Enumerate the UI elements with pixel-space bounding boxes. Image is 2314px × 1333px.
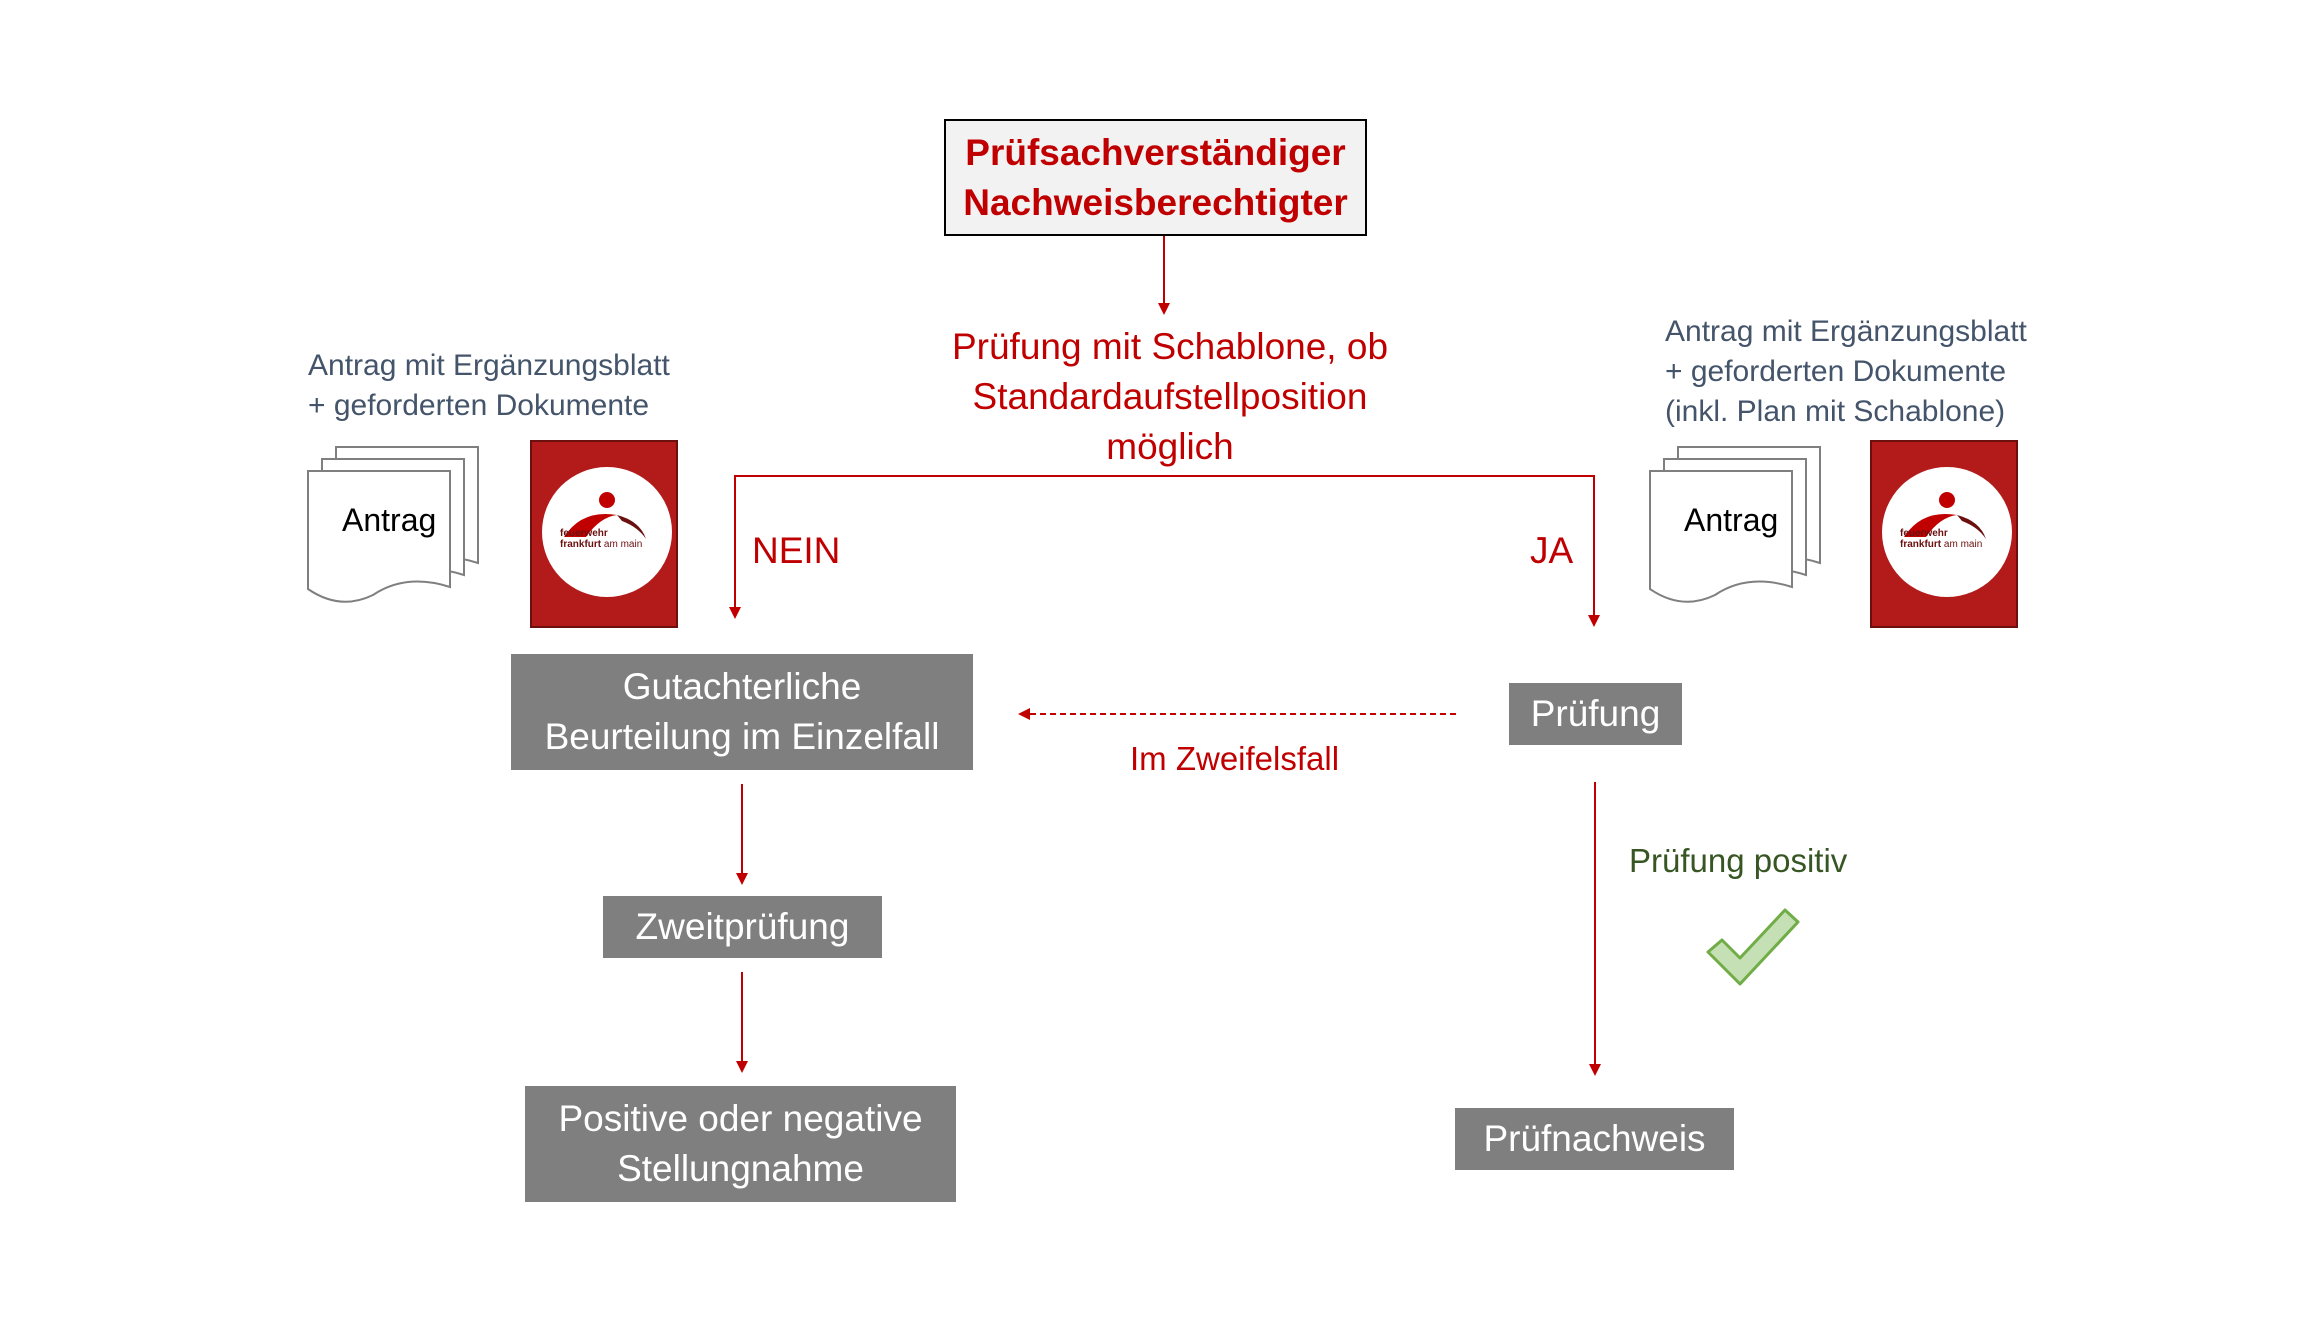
checkmark-icon xyxy=(1706,908,1800,986)
arrowhead-gutachten-zweitpruefung xyxy=(736,873,748,885)
connector-branch-left xyxy=(734,475,736,610)
right-caption-line-2: + geforderten Dokumente xyxy=(1665,355,2007,388)
connector-zweitpruefung-stellungnahme xyxy=(741,972,743,1064)
right-docs-caption: Antrag mit Ergänzungsblatt + geforderten… xyxy=(1665,312,2027,432)
logo-figure-icon xyxy=(564,492,646,539)
connector-pruefung-pruefnachweis xyxy=(1594,782,1596,1067)
logo-circle xyxy=(542,467,672,597)
left-caption-line-1: Antrag mit Ergänzungsblatt xyxy=(308,349,670,382)
branch-label-nein: NEIN xyxy=(752,530,841,571)
logo-wordmark: feuerwehr frankfurt am main xyxy=(560,528,642,550)
box-pruefung: Prüfung xyxy=(1509,683,1682,745)
document-stack-icon xyxy=(1649,446,1821,603)
connector-top-down xyxy=(1163,236,1165,306)
role-line-2: Nachweisberechtigter xyxy=(963,181,1348,223)
role-line-1: Prüfsachverständiger xyxy=(965,131,1346,173)
stellungnahme-line-1: Positive oder negative xyxy=(558,1098,923,1139)
logo-figure-icon xyxy=(1904,492,1986,539)
right-caption-line-3: (inkl. Plan mit Schablone) xyxy=(1665,395,2006,428)
connector-gutachten-zweitpruefung xyxy=(741,784,743,876)
logo-line-2-suffix: am main xyxy=(603,539,643,550)
box-pruefnachweis: Prüfnachweis xyxy=(1455,1108,1734,1170)
gutachten-line-2: Beurteilung im Einzelfall xyxy=(544,716,940,757)
left-document-label: Antrag xyxy=(342,502,437,538)
left-caption-line-2: + geforderten Dokumente xyxy=(308,389,650,422)
right-document-label: Antrag xyxy=(1684,502,1779,538)
decision-line-3: möglich xyxy=(1106,426,1234,467)
feuerwehr-logo: feuerwehr frankfurt am main xyxy=(1870,440,2018,628)
decision-question: Prüfung mit Schablone, ob Standardaufste… xyxy=(900,322,1440,472)
role-box-pruefsachverstaendiger: Prüfsachverständiger Nachweisberechtigte… xyxy=(944,119,1367,236)
box-stellungnahme: Positive oder negative Stellungnahme xyxy=(525,1086,956,1202)
connector-branch-horizontal xyxy=(734,475,1595,477)
branch-label-ja: JA xyxy=(1530,530,1574,571)
arrowhead-branch-left xyxy=(729,607,741,619)
arrowhead-branch-right xyxy=(1588,615,1600,627)
arrowhead-top-down xyxy=(1158,303,1170,315)
logo-line-2: frankfurt xyxy=(1900,539,1942,550)
decision-line-2: Standardaufstellposition xyxy=(972,376,1368,417)
logo-line-2: frankfurt xyxy=(560,539,602,550)
logo-line-1: feuerwehr xyxy=(1900,528,1948,539)
logo-line-2-suffix: am main xyxy=(1943,539,1983,550)
gutachten-line-1: Gutachterliche xyxy=(622,666,862,707)
label-im-zweifelsfall: Im Zweifelsfall xyxy=(1130,740,1340,777)
box-zweitpruefung: Zweitprüfung xyxy=(603,896,882,958)
arrowhead-pruefung-pruefnachweis xyxy=(1589,1064,1601,1076)
right-caption-line-1: Antrag mit Ergänzungsblatt xyxy=(1665,315,2027,348)
stellungnahme-line-2: Stellungnahme xyxy=(617,1148,864,1189)
logo-circle xyxy=(1882,467,2012,597)
box-gutachterliche-beurteilung: Gutachterliche Beurteilung im Einzelfall xyxy=(511,654,973,770)
connector-zweifelsfall-dashed xyxy=(1030,713,1456,715)
document-stack-icon xyxy=(307,446,479,603)
decision-line-1: Prüfung mit Schablone, ob xyxy=(951,326,1389,367)
logo-line-1: feuerwehr xyxy=(560,528,608,539)
arrowhead-zweifelsfall xyxy=(1018,708,1030,720)
feuerwehr-logo: feuerwehr frankfurt am main xyxy=(530,440,678,628)
arrowhead-zweitpruefung-stellungnahme xyxy=(736,1061,748,1073)
left-docs-caption: Antrag mit Ergänzungsblatt + geforderten… xyxy=(308,346,670,426)
connector-branch-right xyxy=(1593,475,1595,618)
logo-wordmark: feuerwehr frankfurt am main xyxy=(1900,528,1982,550)
label-pruefung-positiv: Prüfung positiv xyxy=(1629,842,1848,879)
